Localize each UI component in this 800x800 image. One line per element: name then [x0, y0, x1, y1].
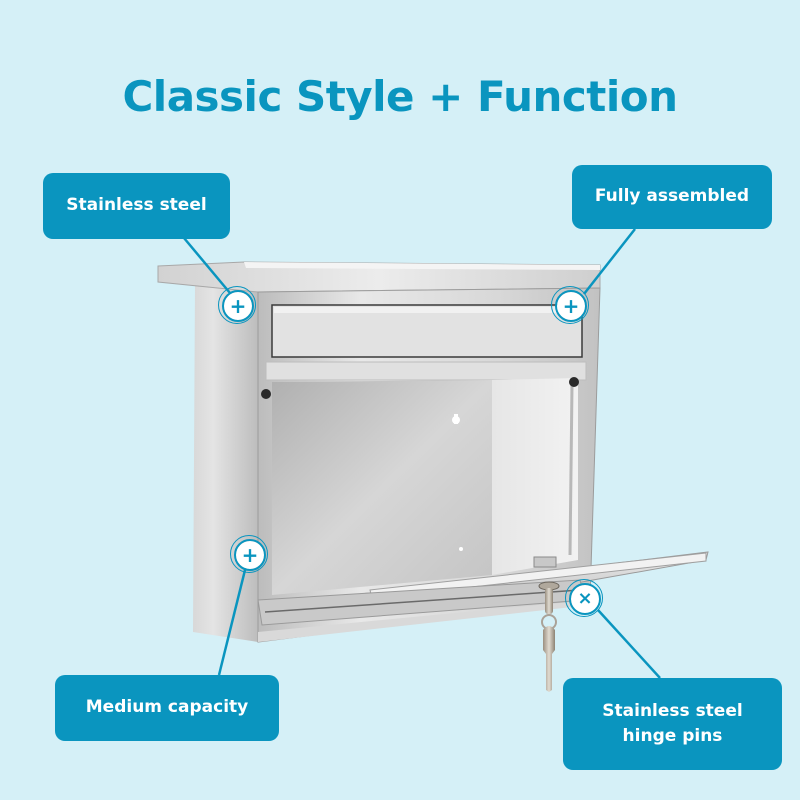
callout-label-line1: Stainless steel	[602, 700, 743, 721]
plus-icon[interactable]: +	[551, 286, 589, 324]
page-title: Classic Style + Function	[122, 72, 678, 121]
callout-stainless-steel: Stainless steel	[43, 173, 230, 239]
plus-icon[interactable]: +	[230, 535, 268, 573]
callout-medium-capacity: Medium capacity	[55, 675, 279, 741]
plus-icon[interactable]: +	[218, 286, 256, 324]
callout-label: Fully assembled	[594, 186, 750, 207]
close-icon[interactable]: ×	[565, 579, 603, 617]
callout-label-line2: hinge pins	[622, 726, 723, 746]
callout-label: Medium capacity	[85, 697, 249, 718]
callout-hinge-pins: Stainless steel hinge pins	[563, 678, 782, 770]
callout-fully-assembled: Fully assembled	[572, 165, 772, 229]
callout-label: Stainless steel	[66, 195, 207, 216]
